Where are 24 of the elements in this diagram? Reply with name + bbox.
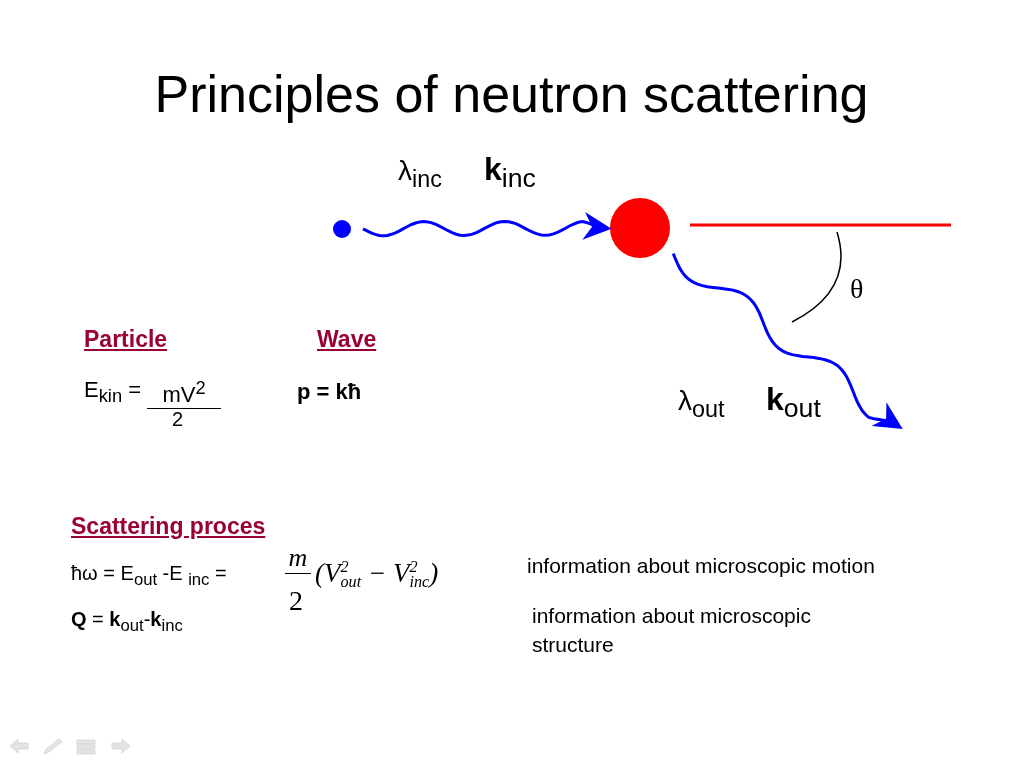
formula-numerator: mV$^{2}$ — [147, 378, 221, 409]
formula-text: p = kħ — [297, 380, 362, 405]
wavelength-label: λ$_{out}$ — [678, 386, 725, 423]
section-heading: Scattering proces — [71, 514, 266, 540]
formula-denominator: 2 — [172, 408, 184, 430]
formula-text: ħω = E$_{out}$ -E $_{inc}$ = — [71, 562, 227, 590]
formula-text: Q = k$_{out}$-k$_{inc}$ — [71, 608, 183, 636]
angle-label: θ — [850, 274, 864, 305]
note-text: information about microscopic motion — [527, 554, 875, 578]
wavy-arrow — [671, 253, 903, 429]
wavelength-label: λ$_{inc}$ — [398, 156, 442, 193]
formula-text: (V$^{2}$$_{out}$ − V$^{2}$$_{inc}$) — [315, 559, 439, 592]
formula-text: E$_{kin}$ = — [84, 378, 142, 407]
target-nucleus-circle — [610, 198, 670, 258]
particle-dot — [333, 220, 351, 238]
wave-vector-label: k$_{inc}$ — [484, 152, 536, 194]
wave-vector-label: k$_{out}$ — [766, 382, 821, 424]
slide-title: Principles of neutron scattering — [153, 66, 870, 124]
wavy-arrow — [362, 212, 612, 240]
section-heading: Particle — [84, 327, 168, 353]
formula-numerator: m — [285, 544, 311, 574]
formula-denominator: 2 — [289, 586, 303, 617]
note-text: information about microscopic structure — [532, 603, 812, 659]
section-heading: Wave — [317, 327, 377, 353]
